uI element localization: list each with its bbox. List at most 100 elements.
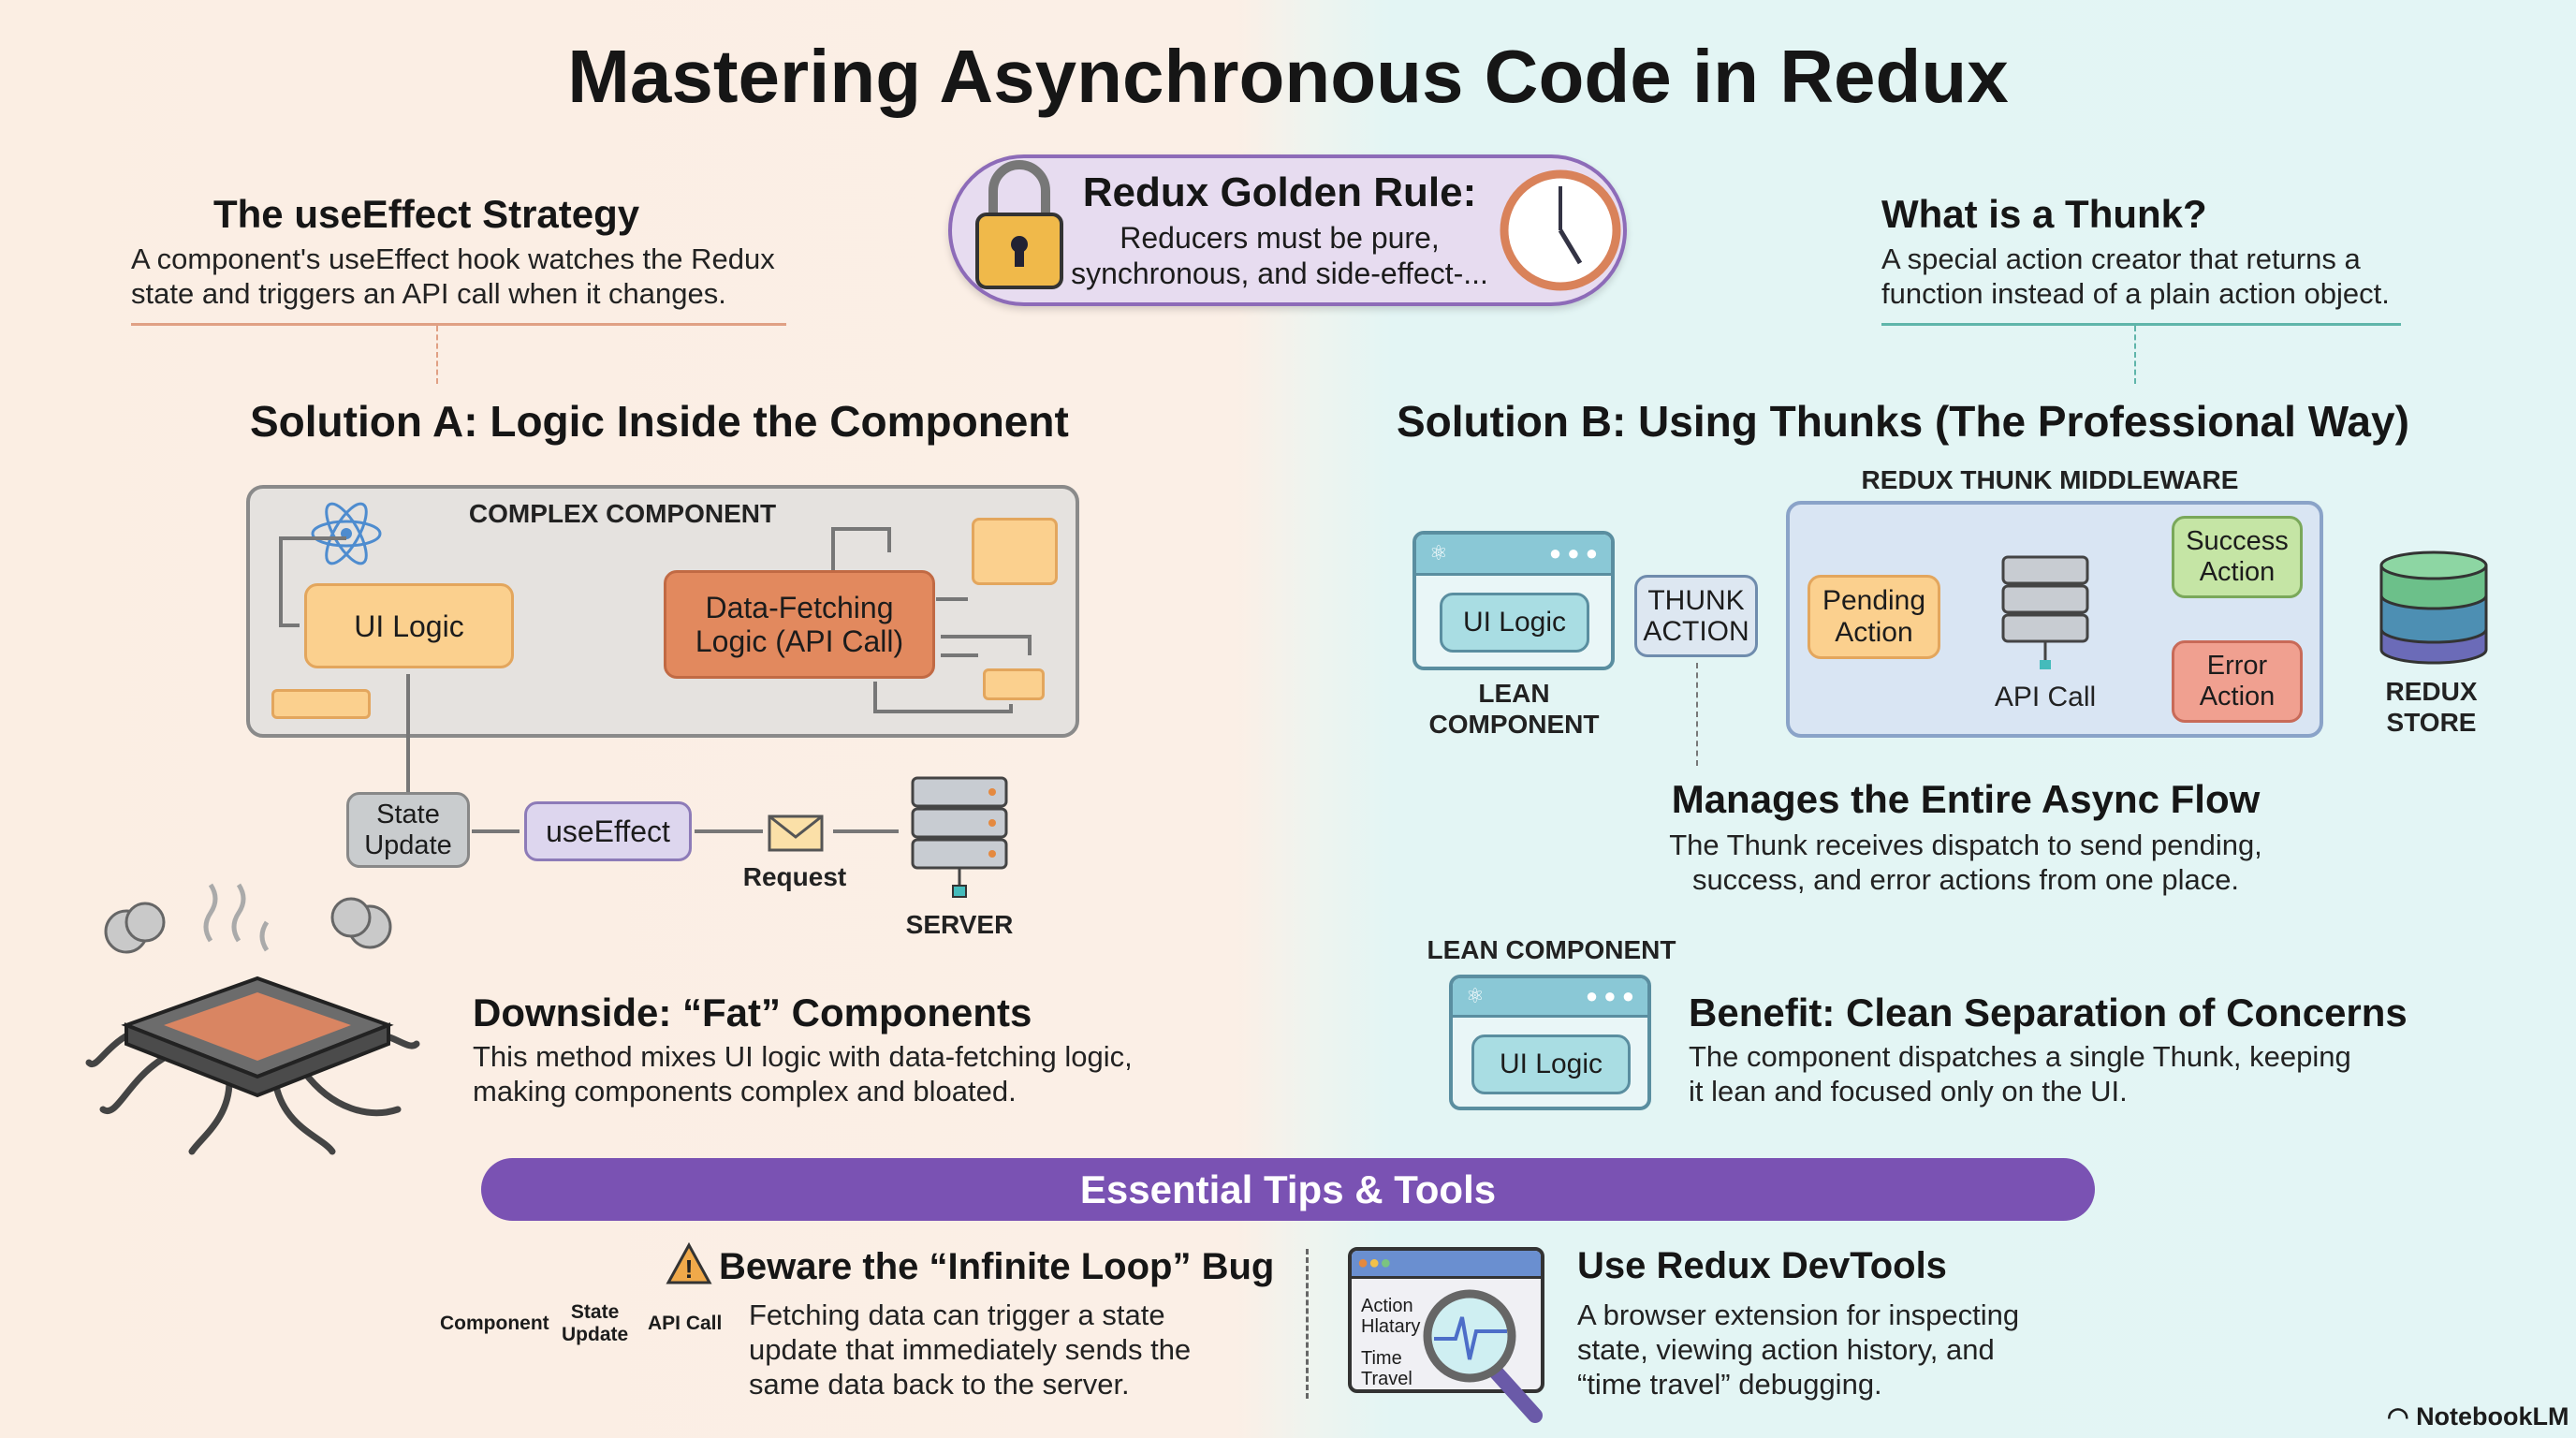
ui-logic-box: UI Logic bbox=[1471, 1034, 1631, 1094]
placeholder-block bbox=[983, 668, 1045, 700]
brand-label: NotebookLM bbox=[2416, 1402, 2569, 1431]
placeholder-block bbox=[972, 518, 1058, 585]
line: STORE bbox=[2386, 708, 2477, 737]
line: Update bbox=[562, 1324, 629, 1345]
line: Reducers must be pure, bbox=[1120, 221, 1440, 255]
golden-rule-banner: Redux Golden Rule: Reducers must be pure… bbox=[948, 154, 1627, 306]
magnifier-icon bbox=[1423, 1289, 1543, 1423]
line: same data back to the server. bbox=[749, 1368, 1130, 1401]
benefit-heading: Benefit: Clean Separation of Concerns bbox=[1689, 990, 2408, 1034]
connector bbox=[2134, 326, 2136, 384]
line: Hlatary bbox=[1361, 1316, 1421, 1337]
manages-text: The Thunk receives dispatch to send pend… bbox=[1591, 828, 2340, 897]
envelope-icon bbox=[768, 814, 824, 852]
window-titlebar: ●●● bbox=[1352, 1251, 1541, 1279]
overheating-chip-icon bbox=[85, 883, 420, 1155]
line: This method mixes UI logic with data-fet… bbox=[473, 1040, 1133, 1073]
svg-text:!: ! bbox=[684, 1255, 693, 1284]
line: Action bbox=[1361, 1296, 1413, 1316]
lean-component-card: ⚛ ● ● ● UI Logic bbox=[1449, 975, 1651, 1110]
solution-b-heading: Solution B: Using Thunks (The Profession… bbox=[1397, 397, 2409, 446]
line: Data-Fetching bbox=[705, 591, 894, 624]
golden-rule-heading: Redux Golden Rule: bbox=[1082, 169, 1477, 215]
loop-api-call-label: API Call bbox=[648, 1313, 723, 1334]
line: The Thunk receives dispatch to send pend… bbox=[1669, 829, 2262, 861]
line: Fetching data can trigger a state bbox=[749, 1299, 1165, 1331]
benefit-text: The component dispatches a single Thunk,… bbox=[1689, 1039, 2351, 1108]
line: Success bbox=[2186, 526, 2289, 556]
request-label: Request bbox=[742, 862, 847, 891]
divider bbox=[131, 323, 786, 326]
line: “time travel” debugging. bbox=[1577, 1368, 1882, 1401]
api-call-label: API Call bbox=[1994, 682, 2097, 712]
line: LEAN bbox=[1478, 679, 1550, 708]
benefit-card-label: LEAN COMPONENT bbox=[1427, 935, 1676, 964]
thunk-definition-text: A special action creator that returns a … bbox=[1881, 242, 2390, 311]
line: State bbox=[376, 799, 440, 829]
manages-heading: Manages the Entire Async Flow bbox=[1671, 777, 2261, 821]
line: Logic (API Call) bbox=[695, 624, 904, 658]
server-label: SERVER bbox=[905, 910, 1014, 939]
line: state and triggers an API call when it c… bbox=[131, 277, 726, 310]
line: THUNK bbox=[1647, 585, 1745, 616]
line: success, and error actions from one plac… bbox=[1691, 863, 2240, 896]
line: making components complex and bloated. bbox=[473, 1075, 1017, 1108]
line: synchronous, and side-effect-... bbox=[1071, 257, 1488, 290]
line: Action bbox=[2199, 557, 2276, 587]
line: Action bbox=[1835, 617, 1913, 648]
bug-heading: Beware the “Infinite Loop” Bug bbox=[719, 1246, 1275, 1287]
use-effect-strategy-text: A component's useEffect hook watches the… bbox=[131, 242, 775, 311]
downside-text: This method mixes UI logic with data-fet… bbox=[473, 1039, 1133, 1108]
devtools-heading: Use Redux DevTools bbox=[1577, 1245, 1947, 1286]
line: COMPONENT bbox=[1428, 710, 1600, 739]
clock-icon bbox=[1500, 169, 1621, 291]
page-title: Mastering Asynchronous Code in Redux bbox=[567, 35, 2009, 118]
line: state, viewing action history, and bbox=[1577, 1333, 1995, 1366]
api-server-icon bbox=[2001, 555, 2089, 669]
line: REDUX bbox=[2385, 677, 2478, 706]
line: Error bbox=[2206, 651, 2268, 681]
ui-logic-box: UI Logic bbox=[304, 583, 514, 668]
loop-component-label: Component bbox=[440, 1313, 549, 1334]
solution-a-heading: Solution A: Logic Inside the Component bbox=[250, 397, 1069, 446]
window-titlebar: ⚛ ● ● ● bbox=[1416, 535, 1611, 576]
connector bbox=[1696, 663, 1698, 766]
line: A browser extension for inspecting bbox=[1577, 1299, 2020, 1331]
downside-heading: Downside: “Fat” Components bbox=[473, 990, 1032, 1034]
complex-component-label: COMPLEX COMPONENT bbox=[468, 499, 777, 528]
line: Travel bbox=[1361, 1369, 1412, 1389]
line: Pending bbox=[1822, 585, 1926, 616]
divider bbox=[1881, 323, 2401, 326]
ui-logic-box: UI Logic bbox=[1440, 593, 1589, 653]
tips-banner: Essential Tips & Tools bbox=[481, 1158, 2095, 1221]
line: Update bbox=[364, 829, 452, 860]
line: update that immediately sends the bbox=[749, 1333, 1192, 1366]
notebooklm-logo-icon: ◠ bbox=[2387, 1402, 2417, 1431]
placeholder-block bbox=[271, 689, 371, 719]
thunk-definition-heading: What is a Thunk? bbox=[1881, 192, 2207, 236]
line: ACTION bbox=[1643, 616, 1749, 647]
use-effect-box: useEffect bbox=[524, 801, 692, 861]
lean-component-card: ⚛ ● ● ● UI Logic bbox=[1412, 531, 1615, 670]
divider bbox=[1306, 1249, 1309, 1399]
window-titlebar: ⚛ ● ● ● bbox=[1453, 978, 1647, 1018]
flow-arrows bbox=[279, 527, 1032, 833]
line: State bbox=[570, 1301, 620, 1323]
golden-rule-text: Reducers must be pure, synchronous, and … bbox=[1062, 220, 1497, 291]
line: function instead of a plain action objec… bbox=[1881, 277, 2390, 310]
use-effect-strategy-heading: The useEffect Strategy bbox=[213, 192, 640, 236]
line: Action bbox=[2199, 682, 2276, 712]
server-icon bbox=[911, 776, 1008, 898]
